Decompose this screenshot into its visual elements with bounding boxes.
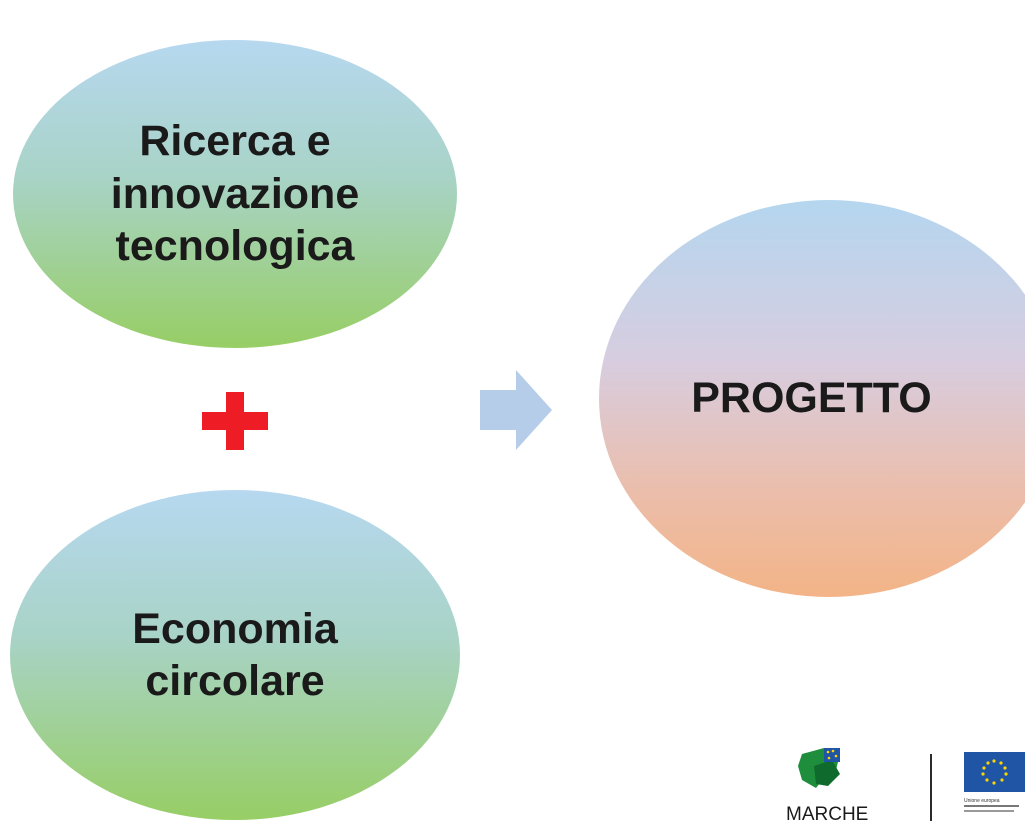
node-economia-circolare-label: Economia circolare xyxy=(132,604,338,705)
footer-logos: MARCHE Unione europea xyxy=(786,748,1025,821)
node-progetto-label: PROGETTO xyxy=(691,374,932,423)
arrow-right-icon xyxy=(480,370,552,450)
marche-region-logo: MARCHE xyxy=(786,748,868,821)
plus-icon xyxy=(202,392,268,450)
svg-text:Unione europea: Unione europea xyxy=(964,798,1000,804)
node-ricerca-innovazione: Ricerca e innovazione tecnologica xyxy=(13,40,457,348)
eu-flag-logo: Unione europea xyxy=(964,752,1025,812)
node-ricerca-innovazione-label: Ricerca e innovazione tecnologica xyxy=(110,117,360,271)
node-economia-circolare: Economia circolare xyxy=(10,490,460,820)
svg-text:MARCHE: MARCHE xyxy=(786,804,868,821)
node-progetto: PROGETTO xyxy=(599,200,1025,597)
